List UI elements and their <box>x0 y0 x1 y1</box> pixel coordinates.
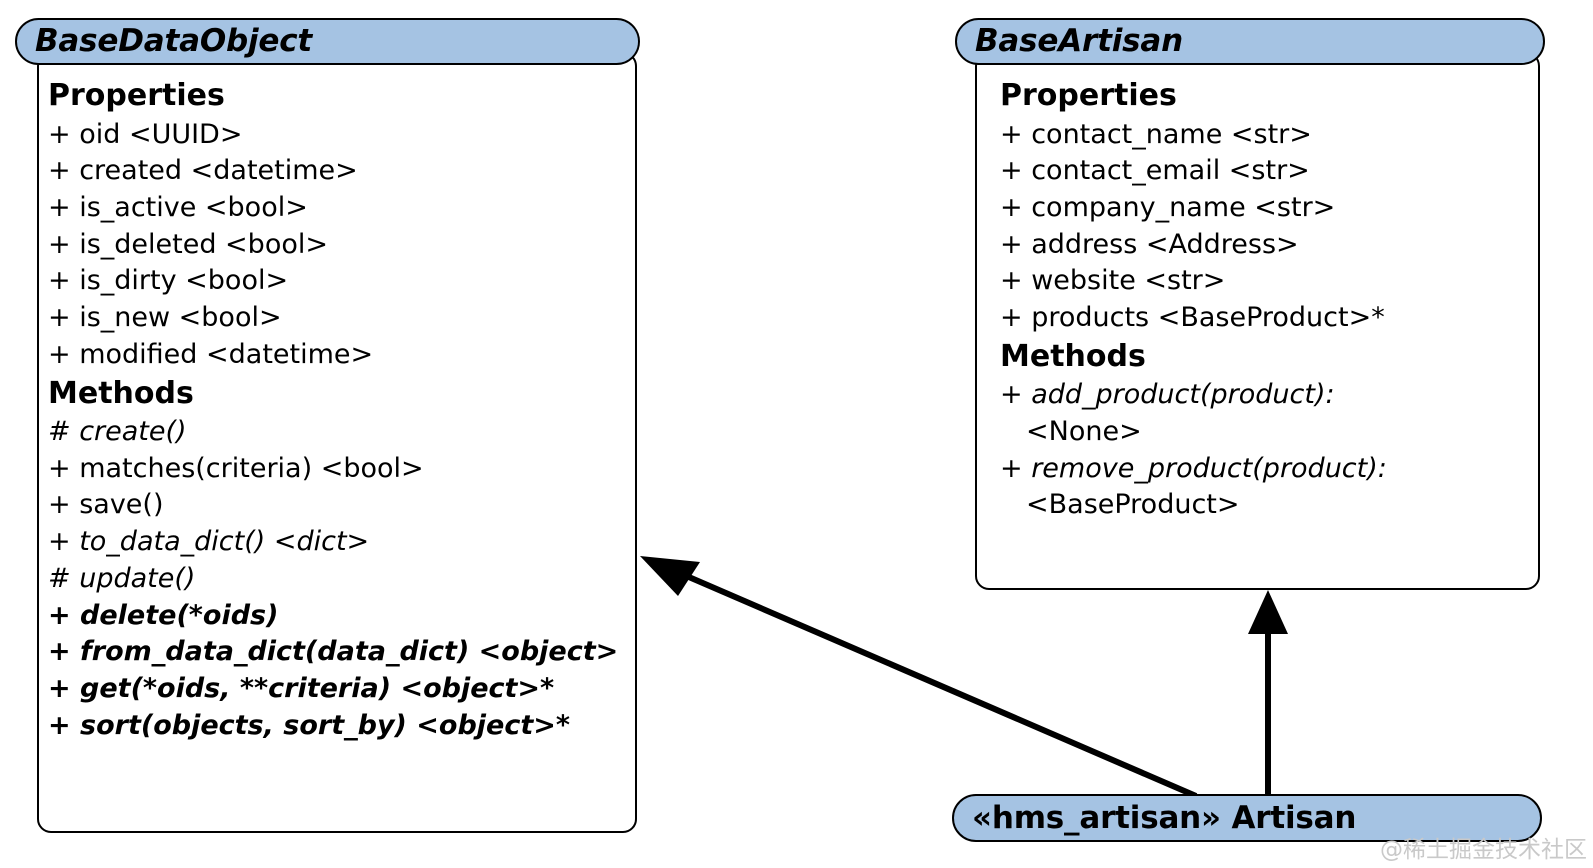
member-item: + is_new <bool> <box>48 302 282 334</box>
member-item: + address <Address> <box>1000 228 1299 260</box>
member-item: + add_product(product): <box>1000 379 1335 411</box>
member-item: + products <BaseProduct>* <box>1000 302 1385 334</box>
class-title-base-data-object: BaseDataObject <box>35 23 313 59</box>
class-header-artisan[interactable]: «hms_artisan» Artisan <box>952 794 1542 842</box>
member-item: + company_name <str> <box>1000 191 1336 223</box>
member-item: + oid <UUID> <box>48 118 243 150</box>
class-title-artisan: «hms_artisan» Artisan <box>972 799 1357 836</box>
class-body-base-artisan <box>975 52 1540 590</box>
member-item: + get(*oids, **criteria) <object>* <box>48 673 555 705</box>
member-item: + save() <box>48 489 164 521</box>
class-header-base-data-object[interactable]: BaseDataObject <box>15 18 640 65</box>
member-item: + delete(*oids) <box>48 599 279 631</box>
member-item: + sort(objects, sort_by) <object>* <box>48 709 571 741</box>
section-heading-methods: Methods <box>48 375 194 411</box>
member-item: + matches(criteria) <bool> <box>48 452 424 484</box>
member-item: # update() <box>48 562 196 594</box>
member-item: <None> <box>1026 416 1142 448</box>
member-item: + is_deleted <bool> <box>48 228 328 260</box>
section-heading-properties: Properties <box>48 78 225 113</box>
section-heading-properties: Properties <box>1000 78 1177 113</box>
member-item: + website <str> <box>1000 265 1226 297</box>
class-title-base-artisan: BaseArtisan <box>975 23 1183 59</box>
member-item: <BaseProduct> <box>1026 489 1240 521</box>
member-item: + modified <datetime> <box>48 338 374 370</box>
member-item: + is_active <bool> <box>48 191 308 223</box>
member-item: + contact_name <str> <box>1000 118 1312 150</box>
watermark: @稀土掘金技术社区 <box>1380 837 1587 863</box>
class-header-base-artisan[interactable]: BaseArtisan <box>955 18 1545 65</box>
member-item: + contact_email <str> <box>1000 155 1310 187</box>
section-heading-methods: Methods <box>1000 338 1146 374</box>
class-body-base-data-object <box>37 52 637 833</box>
member-item: + is_dirty <bool> <box>48 265 289 297</box>
member-item: + from_data_dict(data_dict) <object> <box>48 636 619 668</box>
member-item: + to_data_dict() <dict> <box>48 526 370 558</box>
class-members-base-data-object: Properties + oid <UUID> + created <datet… <box>48 76 633 745</box>
generalization-artisan-to-baseartisan <box>1248 590 1288 806</box>
member-item: + remove_product(product): <box>1000 452 1387 484</box>
generalization-artisan-to-basedataobject <box>640 556 1198 799</box>
member-item: + created <datetime> <box>48 155 358 187</box>
class-members-base-artisan: Properties + contact_name <str> + contac… <box>1000 76 1535 524</box>
member-item: # create() <box>48 416 187 448</box>
